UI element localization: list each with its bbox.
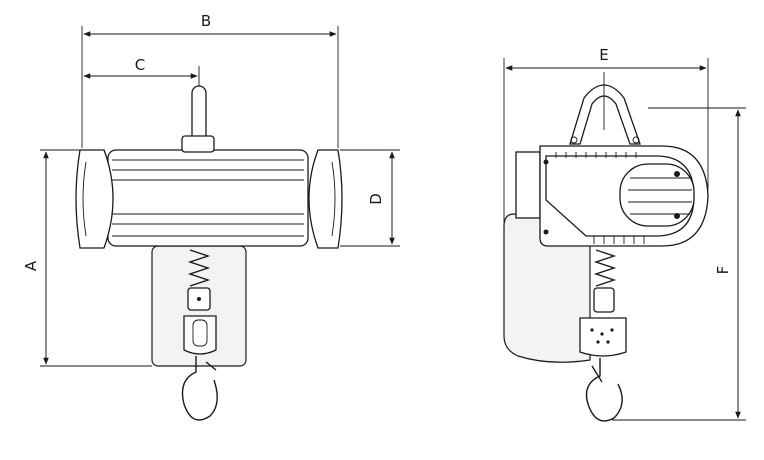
dimension-label-c: C [135,56,145,74]
side-top-shackle [569,84,641,145]
front-hook [181,356,218,421]
side-motor-window [619,163,695,227]
dimension-label-b: B [201,12,211,30]
side-view [503,84,709,422]
side-hook-block [579,317,627,357]
dimension-label-a: A [22,260,40,271]
dimension-label-e: E [599,46,608,64]
side-lower-housing [503,213,591,363]
side-chain-spring [593,249,617,287]
front-right-endcap [308,149,343,249]
dimension-label-f: F [714,266,732,275]
front-dimension-lines: B C A D [22,12,400,367]
front-view [75,85,343,421]
front-hook-block [183,315,217,355]
front-chain-spring [187,249,211,287]
side-hook [585,358,623,422]
side-dimension-lines: E F [503,46,746,421]
front-motor-cylinder [107,149,309,247]
dimension-label-d: D [367,193,385,205]
front-left-endcap [75,149,114,249]
